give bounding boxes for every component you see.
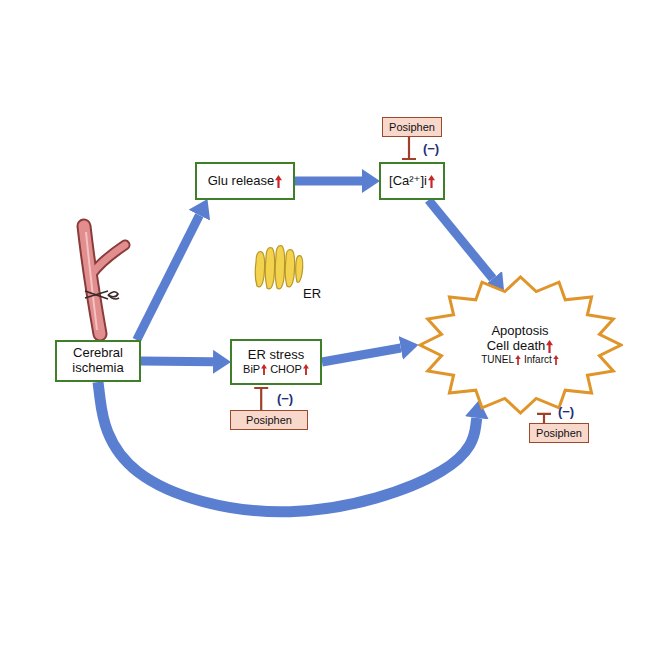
organelle-label: ER	[303, 286, 321, 301]
inhibition-line	[402, 137, 416, 159]
text-item: TUNEL	[481, 354, 521, 366]
node-text: ER stress	[248, 348, 304, 363]
inhibition-sign: (−)	[558, 404, 574, 419]
node-text: Cell death	[487, 339, 546, 354]
text-row: Glu release	[208, 174, 282, 189]
node-text: Posiphen	[246, 414, 292, 427]
increase-arrow-shape	[546, 340, 553, 353]
node-text: Posiphen	[389, 121, 435, 134]
text-row: Posiphen	[536, 427, 582, 440]
text-row: BiP CHOP	[243, 363, 309, 376]
text-item: Cerebral ischemia	[65, 346, 131, 376]
text-item: Cell death	[487, 339, 554, 354]
increase-arrow	[553, 355, 559, 365]
flow-arrow	[295, 177, 362, 186]
text-item: Glu release	[208, 174, 282, 189]
increase-arrow	[275, 175, 282, 188]
increase-arrow	[303, 364, 309, 375]
blood-vessel	[84, 226, 125, 334]
text-row: Cell death	[487, 339, 554, 354]
process-box: Cerebral ischemia	[55, 340, 141, 382]
text-item: Posiphen	[536, 427, 582, 440]
flow-arrow	[429, 200, 493, 279]
inhibitor-box: Posiphen	[382, 117, 442, 137]
increase-arrow	[428, 175, 435, 188]
increase-arrow	[546, 340, 553, 353]
increase-arrow-shape	[303, 364, 309, 375]
text-item: Posiphen	[389, 121, 435, 134]
flow-arrow	[322, 348, 401, 362]
inhibitor-box: Posiphen	[230, 410, 308, 430]
increase-arrow-shape	[515, 355, 520, 365]
increase-arrow-shape	[553, 355, 558, 365]
ligature	[85, 291, 119, 299]
text-item: CHOP	[270, 363, 309, 376]
text-item: Apoptosis	[491, 324, 548, 339]
starburst-shape	[420, 277, 621, 413]
text-row: ER stress	[248, 348, 304, 363]
node-text: Apoptosis	[491, 324, 548, 339]
increase-arrow-shape	[428, 175, 435, 188]
text-row: Apoptosis	[491, 324, 548, 339]
inhibition-line	[254, 388, 268, 410]
node-text: Glu release	[208, 174, 274, 189]
node-text: Posiphen	[536, 427, 582, 440]
flow-arrow	[141, 357, 213, 367]
er-organelle	[255, 246, 303, 289]
process-box: Glu release	[195, 162, 295, 200]
increase-arrow-shape	[261, 364, 267, 375]
process-box: [Ca²⁺]i	[379, 162, 445, 200]
inhibitor-box: Posiphen	[529, 423, 589, 443]
inhibition-sign: (−)	[277, 391, 293, 406]
text-row: [Ca²⁺]i	[389, 174, 435, 189]
text-item: Infarct	[524, 354, 559, 366]
text-row: Posiphen	[246, 414, 292, 427]
node-text: CHOP	[270, 363, 302, 376]
text-row: TUNEL Infarct	[481, 354, 559, 366]
node-text: BiP	[243, 363, 260, 376]
text-item: [Ca²⁺]i	[389, 174, 435, 189]
inhibition-sign: (−)	[423, 141, 439, 156]
flow-arrow	[137, 215, 200, 340]
inhibition-line	[537, 414, 551, 423]
node-text: Cerebral ischemia	[65, 346, 131, 376]
text-item: ER stress	[248, 348, 304, 363]
node-text: TUNEL	[481, 354, 514, 366]
increase-arrow	[515, 355, 521, 365]
text-row: Posiphen	[389, 121, 435, 134]
text-row: Cerebral ischemia	[65, 346, 131, 376]
flow-arrow	[98, 382, 477, 512]
text-item: BiP	[243, 363, 267, 376]
increase-arrow-shape	[275, 175, 282, 188]
process-box: ER stressBiP CHOP	[230, 339, 322, 385]
node-text: [Ca²⁺]i	[389, 174, 427, 189]
text-item: Posiphen	[246, 414, 292, 427]
outcome-starburst: ApoptosisCell deathTUNEL Infarct	[418, 275, 623, 415]
increase-arrow	[261, 364, 267, 375]
node-text: Infarct	[524, 354, 552, 366]
